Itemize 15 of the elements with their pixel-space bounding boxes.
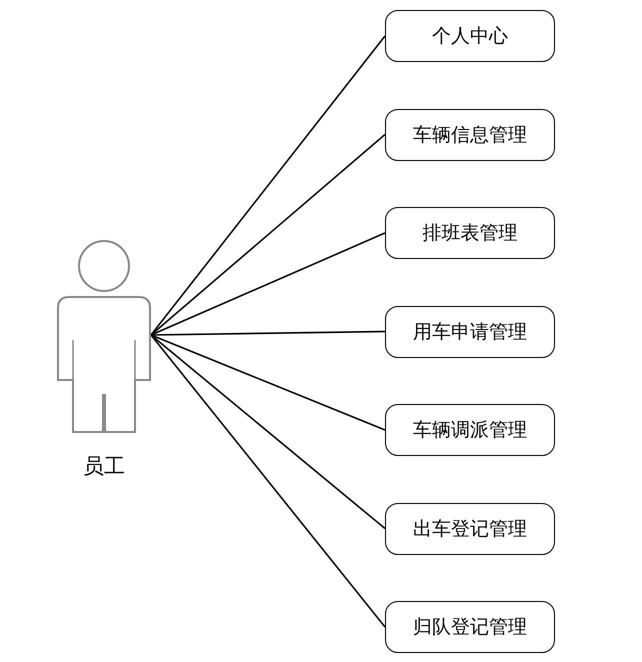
association-line: [150, 334, 386, 628]
use-case-box: 出车登记管理: [385, 502, 555, 554]
actor-label: 员工: [82, 453, 126, 480]
association-line: [150, 334, 386, 431]
association-line: [150, 334, 386, 530]
association-line: [150, 134, 386, 336]
use-case-box: 归队登记管理: [385, 601, 555, 653]
use-case-box: 个人中心: [385, 10, 555, 62]
association-line: [150, 330, 386, 336]
association-line: [150, 232, 386, 336]
use-case-box: 车辆信息管理: [385, 108, 555, 160]
use-case-box: 用车申请管理: [385, 306, 555, 358]
use-case-box: 排班表管理: [385, 207, 555, 259]
use-case-box: 车辆调派管理: [385, 404, 555, 456]
association-line: [150, 36, 386, 336]
